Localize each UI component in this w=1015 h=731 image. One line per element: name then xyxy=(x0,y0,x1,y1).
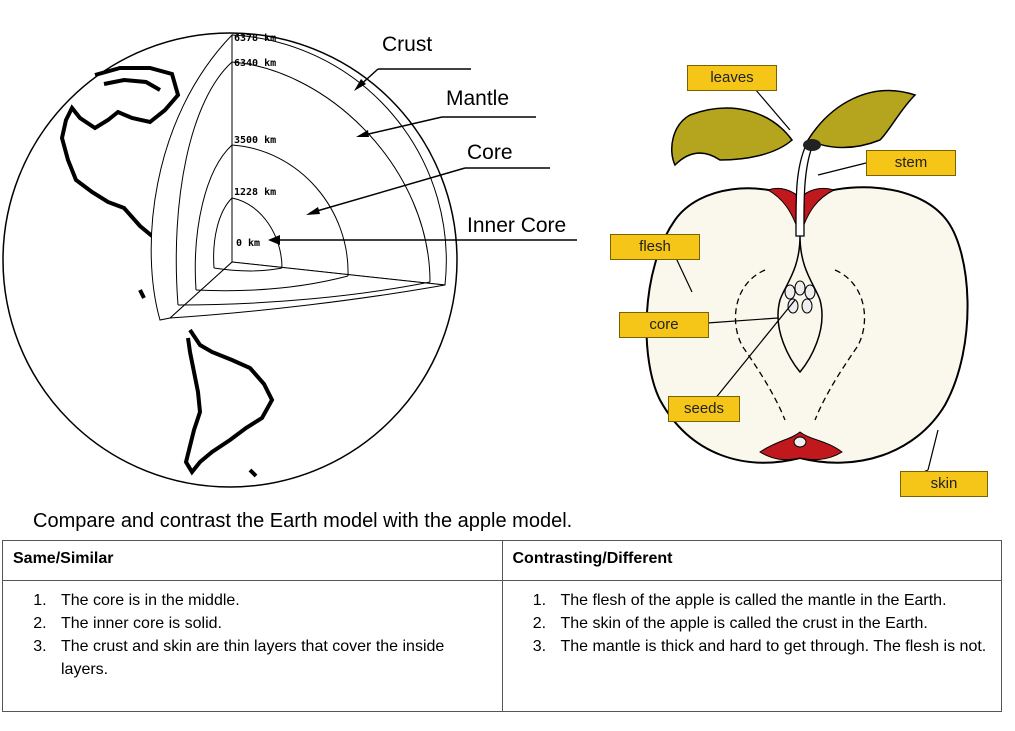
tag-flesh: flesh xyxy=(610,234,700,260)
different-item-2: The skin of the apple is called the crus… xyxy=(551,612,992,635)
apple-seeds xyxy=(784,280,816,448)
tag-leaves: leaves xyxy=(687,65,777,91)
same-item-2: The inner core is solid. xyxy=(51,612,492,635)
depth-label-mantle-base: 3500 km xyxy=(234,135,276,146)
compare-contrast-table: Same/Similar Contrasting/Different The c… xyxy=(2,540,1002,712)
label-crust: Crust xyxy=(382,33,433,56)
different-item-1: The flesh of the apple is called the man… xyxy=(551,589,992,612)
header-same-similar: Same/Similar xyxy=(2,540,503,581)
core-dashed-left xyxy=(734,269,786,421)
same-item-1: The core is in the middle. xyxy=(51,589,492,612)
core-dashed-right xyxy=(814,269,866,421)
tag-stem: stem xyxy=(866,150,956,176)
earth-arrowheads xyxy=(268,79,369,245)
same-similar-cell: The core is in the middle. The inner cor… xyxy=(2,580,503,712)
earth-cutaway-diagram: 6378 km 6340 km 3500 km 1228 km 0 km xyxy=(2,32,577,488)
continent-outlines xyxy=(59,66,275,478)
contrasting-different-list: The flesh of the apple is called the man… xyxy=(513,589,992,658)
depth-label-outer-core-base: 1228 km xyxy=(234,187,276,198)
tag-seeds: seeds xyxy=(668,396,740,422)
apple-stem-tip xyxy=(803,139,821,151)
apple-leaf-left xyxy=(671,107,794,167)
depth-label-surface: 6378 km xyxy=(234,33,276,44)
tag-skin: skin xyxy=(900,471,988,497)
apple-cross-section-diagram xyxy=(645,88,969,483)
apple-leaf-right xyxy=(806,89,917,149)
contrasting-different-cell: The flesh of the apple is called the man… xyxy=(501,580,1002,712)
depth-label-crust-base: 6340 km xyxy=(234,58,276,69)
label-core: Core xyxy=(467,141,513,164)
label-mantle: Mantle xyxy=(446,87,510,110)
header-contrasting-different: Contrasting/Different xyxy=(501,540,1002,581)
cutaway-wedge xyxy=(150,33,447,321)
tag-core: core xyxy=(619,312,709,338)
same-item-3: The crust and skin are thin layers that … xyxy=(51,635,492,681)
different-item-3: The mantle is thick and hard to get thro… xyxy=(551,635,992,658)
compare-prompt: Compare and contrast the Earth model wit… xyxy=(33,510,573,532)
label-inner-core: Inner Core xyxy=(467,214,567,237)
earth-leader-lines xyxy=(272,68,577,241)
same-similar-list: The core is in the middle. The inner cor… xyxy=(13,589,492,681)
depth-label-center: 0 km xyxy=(236,238,260,249)
